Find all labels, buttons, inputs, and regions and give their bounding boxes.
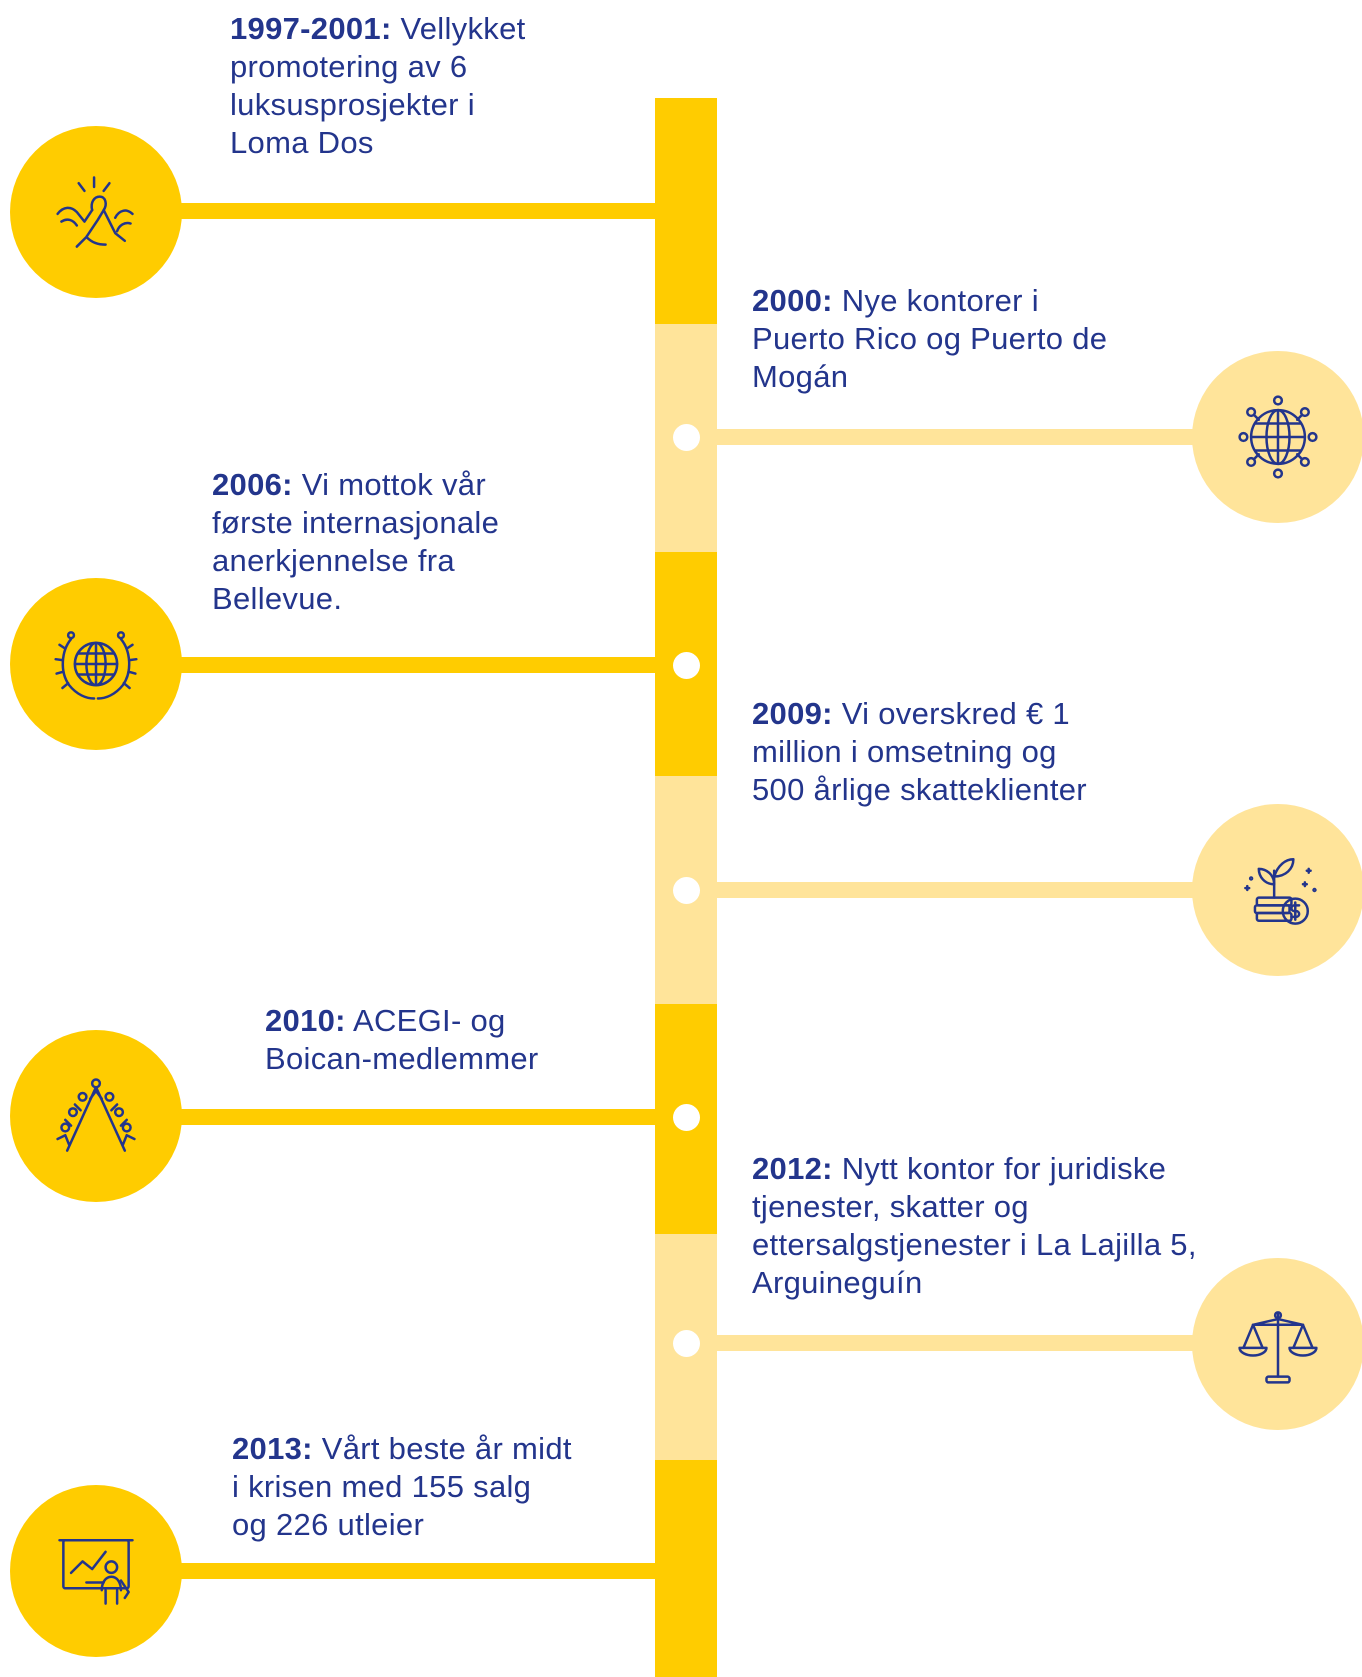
- connector-line: [150, 657, 670, 673]
- event-year: 2010:: [265, 1003, 346, 1038]
- event-description: Vellykket promotering av 6 luksusprosjek…: [230, 11, 526, 160]
- event-year: 1997-2001:: [230, 11, 392, 46]
- connector-line: [150, 1109, 670, 1125]
- event-description: Vi mottok vår første internasjonale aner…: [212, 467, 500, 616]
- money-growth-icon: [1244, 858, 1317, 925]
- event-year: 2012:: [752, 1151, 833, 1186]
- event-description: ACEGI- og Boican-medlemmer: [265, 1003, 539, 1076]
- event-description: Nye kontorer i Puerto Rico og Puerto de …: [752, 283, 1108, 394]
- event-text: 2012: Nytt kontor for juridiske tjeneste…: [752, 1150, 1222, 1302]
- network-globe-icon: [1238, 395, 1318, 479]
- timeline-dot: [673, 1330, 700, 1357]
- connector-line: [700, 882, 1220, 898]
- event-year: 2013:: [232, 1431, 313, 1466]
- presentation-chart-icon: [58, 1539, 134, 1605]
- event-icon-circle: [1192, 351, 1362, 523]
- connector-line: [150, 1563, 670, 1579]
- timeline-dot: [673, 1104, 700, 1131]
- event-text: 2010: ACEGI- og Boican-medlemmer: [265, 1002, 605, 1078]
- event-icon-circle: [10, 126, 182, 298]
- timeline-dot: [673, 424, 700, 451]
- event-text: 2009: Vi overskred € 1 million i omsetni…: [752, 695, 1092, 809]
- event-year: 2000:: [752, 283, 833, 318]
- event-year: 2006:: [212, 467, 293, 502]
- laurel-globe-icon: [54, 631, 138, 700]
- connector-line: [700, 1335, 1220, 1351]
- connector-line: [700, 429, 1220, 445]
- arm-wrestling-icon: [56, 176, 134, 248]
- event-text: 2000: Nye kontorer i Puerto Rico og Puer…: [752, 282, 1132, 396]
- event-icon-circle: [10, 1485, 182, 1657]
- event-icon-circle: [1192, 804, 1362, 976]
- event-icon-circle: [1192, 1258, 1362, 1430]
- event-text: 2013: Vårt beste år midt i krisen med 15…: [232, 1430, 572, 1544]
- event-year: 2009:: [752, 696, 833, 731]
- scales-icon: [1238, 1311, 1318, 1384]
- event-icon-circle: [10, 578, 182, 750]
- timeline-dot: [673, 652, 700, 679]
- event-icon-circle: [10, 1030, 182, 1202]
- event-description: Nytt kontor for juridiske tjenester, ska…: [752, 1151, 1197, 1300]
- timeline-dot: [673, 877, 700, 904]
- event-description: Vårt beste år midt i krisen med 155 salg…: [232, 1431, 572, 1542]
- event-text: 2006: Vi mottok vår første internasjonal…: [212, 466, 572, 618]
- event-text: 1997-2001: Vellykket promotering av 6 lu…: [230, 10, 560, 162]
- connector-line: [150, 203, 670, 219]
- event-description: Vi overskred € 1 million i omsetning og …: [752, 696, 1087, 807]
- team-mountain-icon: [56, 1078, 136, 1152]
